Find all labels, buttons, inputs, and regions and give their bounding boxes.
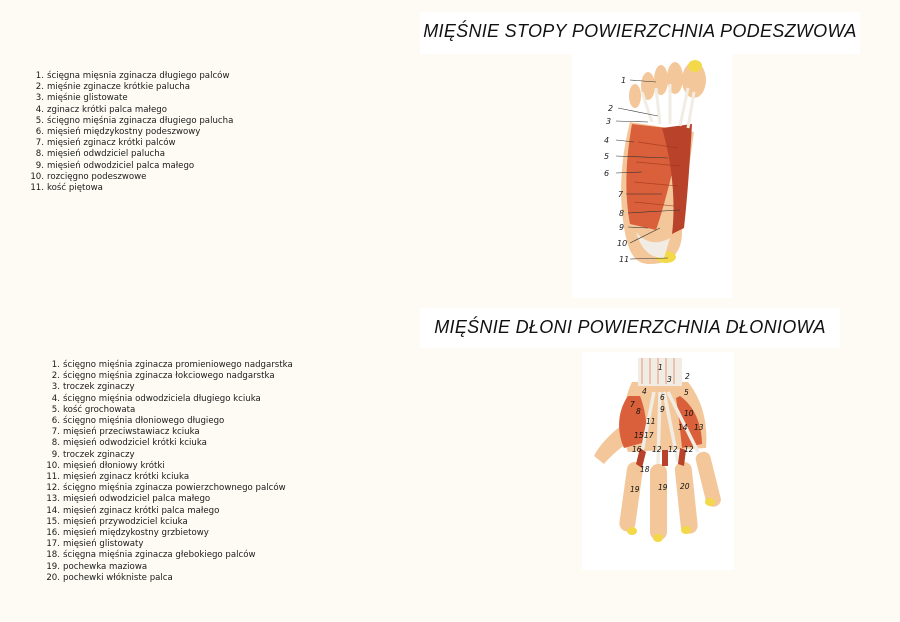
foot-label: 4 [604, 136, 609, 145]
hand-label: 18 [640, 465, 650, 474]
hand-label: 19 [630, 485, 640, 494]
legend-item: 8.mięsień odwdziciel palucha [35, 149, 165, 160]
hand-label: 1 [658, 363, 663, 372]
legend-item: 7.mięsień przeciwstawiacz kciuka [51, 427, 200, 438]
hand-label: 12 [684, 445, 694, 454]
legend-item: 5.ścięgno mięśnia zginacza długiego palu… [35, 115, 234, 126]
foot-illustration-panel: 1 2 3 4 5 6 7 8 9 10 11 [572, 52, 732, 298]
legend-item: 9.troczek zginaczy [51, 449, 135, 460]
legend-item: 6.ścięgno mięśnia dłoniowego długiego [51, 416, 225, 427]
foot-anatomy-illustration: 1 2 3 4 5 6 7 8 9 10 11 [604, 60, 706, 264]
legend-item: 3.mięśnie glistowate [35, 93, 128, 104]
hand-label: 7 [630, 400, 635, 409]
legend-item: 5.kość grochowata [51, 404, 136, 415]
hand-label: 12 [652, 445, 662, 454]
hand-label: 3 [667, 375, 672, 384]
hand-label: 2 [685, 372, 690, 381]
legend-item: 12.ścięgno mięśnia zginacza powierzchown… [46, 483, 286, 494]
legend-item: 9.mięsień odwodziciel palca małego [35, 160, 195, 171]
hand-label: 16 [632, 445, 642, 454]
legend-item: 3.troczek zginaczy [51, 382, 135, 393]
legend-item: 1.ścięgna mięsnia zginacza długiego palc… [35, 71, 230, 81]
foot-label: 2 [608, 104, 613, 113]
legend-item: 4.zginacz krótki palca małego [35, 104, 167, 115]
legend-item: 1.ścięgno mięśnia zginacza promieniowego… [51, 360, 293, 370]
foot-label: 8 [619, 209, 624, 218]
legend-item: 2.ścięgno mięśnia zginacza łokciowego na… [51, 371, 275, 382]
legend-item: 18.ścięgna mięśnia zginacza głebokiego p… [46, 550, 256, 561]
foot-label: 6 [604, 169, 609, 178]
foot-label: 5 [604, 152, 609, 161]
hand-legend: 1.ścięgno mięśnia zginacza promieniowego… [44, 360, 293, 584]
legend-item: 16.mięsień międzykostny grzbietowy [46, 528, 209, 539]
legend-item: 20.pochewki włókniste palca [46, 572, 173, 583]
hand-illustration-panel: 1 2 3 4 5 6 7 8 9 10 11 12 13 14 15 16 1… [582, 352, 734, 570]
hand-label: 19 [658, 483, 668, 492]
hand-label: 20 [680, 482, 690, 491]
legend-item: 15.mięsień przywodziciel kciuka [46, 516, 188, 527]
foot-label: 9 [619, 223, 624, 232]
foot-label: 3 [606, 117, 611, 126]
legend-item: 14.mięsień zginacz krótki palca małego [46, 505, 220, 516]
hand-label: 17 [644, 431, 654, 440]
foot-label: 11 [619, 255, 629, 264]
hand-label: 12 [668, 445, 678, 454]
hand-label: 6 [660, 393, 665, 402]
hand-label: 14 [678, 423, 688, 432]
hand-label: 15 [634, 431, 644, 440]
foot-label: 10 [617, 239, 627, 248]
foot-label: 7 [618, 190, 624, 199]
hand-anatomy-illustration: 1 2 3 4 5 6 7 8 9 10 11 12 13 14 15 16 1… [594, 358, 721, 542]
hand-label: 13 [694, 423, 704, 432]
legend-item: 6.mięsień międzykostny podeszwowy [35, 127, 201, 138]
legend-item: 10.rozcięgno podeszwowe [30, 171, 147, 182]
legend-item: 4.ścięgno mięśnia odwodziciela długiego … [51, 393, 261, 404]
legend-item: 11.kość piętowa [30, 183, 103, 194]
foot-label: 1 [621, 76, 626, 85]
hand-label: 8 [636, 407, 641, 416]
legend-item: 11.mięsień zginacz krótki kciuka [46, 472, 190, 483]
legend-item: 10.mięsień dłoniowy krótki [46, 460, 165, 471]
hand-label: 4 [642, 387, 647, 396]
hand-label: 9 [660, 405, 665, 414]
hand-label: 5 [684, 388, 689, 397]
legend-item: 17.mięsień glistowaty [46, 539, 144, 550]
legend-item: 8.mięsień odwodziciel krótki kciuka [51, 438, 207, 449]
hand-label: 11 [646, 417, 656, 426]
hand-title: MIĘŚNIE DŁONI POWIERZCHNIA DŁONIOWA [420, 308, 840, 348]
hand-extra-labels: 12 12 19 [658, 445, 694, 492]
legend-item: 2.mięśnie zginacze krótkie palucha [35, 82, 191, 93]
legend-item: 19.pochewka maziowa [46, 561, 148, 572]
legend-item: 13.mięsień odwodziciel palca małego [46, 494, 211, 505]
legend-item: 7.mięsień zginacz krótki palców [35, 138, 176, 149]
foot-legend: 1.ścięgna mięsnia zginacza długiego palc… [28, 71, 233, 194]
hand-label: 10 [684, 409, 694, 418]
foot-title: MIĘŚNIE STOPY POWIERZCHNIA PODESZWOWA [420, 12, 860, 54]
